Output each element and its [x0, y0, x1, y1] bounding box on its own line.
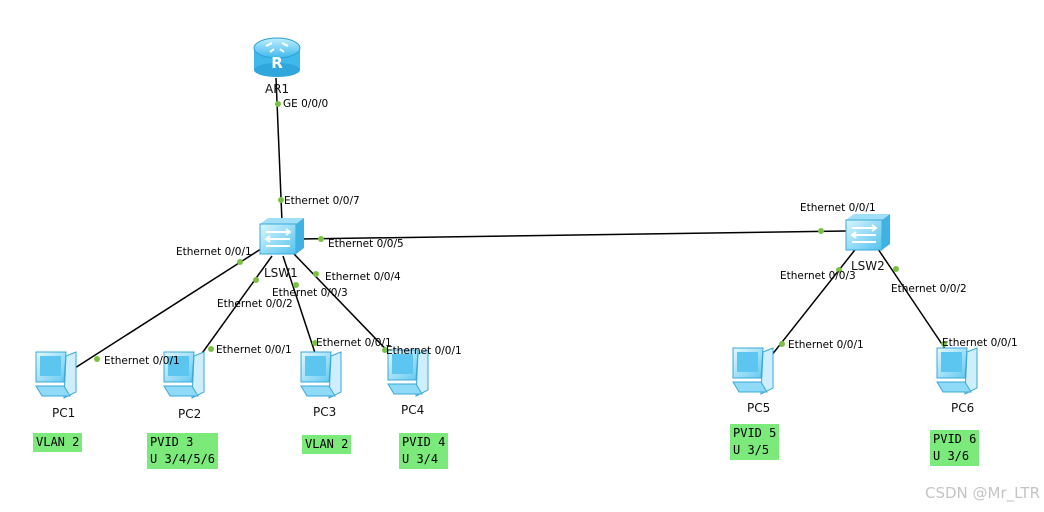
device-label-pc4: PC4 — [401, 403, 425, 417]
link-lsw2-pc5[interactable] — [759, 245, 859, 371]
switch-icon[interactable] — [259, 218, 304, 255]
vlan-note-pc1: VLAN 2 — [33, 433, 83, 452]
svg-text:R: R — [271, 54, 283, 72]
port-dot-lsw1-e002 — [253, 277, 259, 283]
router-icon[interactable]: R — [253, 37, 301, 77]
port-label-pc6-e001: Ethernet 0/0/1 — [942, 337, 1018, 349]
port-label-lsw1-e004: Ethernet 0/0/4 — [325, 271, 401, 283]
vlan-note-pc5: PVID 5 U 3/5 — [730, 424, 780, 460]
port-dot-lsw1-e005 — [318, 236, 324, 242]
port-dot-lsw2-e002 — [893, 266, 899, 272]
device-label-pc5: PC5 — [747, 401, 771, 415]
vlan-note-line: U 3/5 — [733, 443, 770, 457]
port-dot-pc1-e001 — [94, 356, 100, 362]
vlan-note-line: U 3/4 — [402, 452, 439, 466]
port-label-lsw1-e003: Ethernet 0/0/3 — [272, 287, 348, 299]
vlan-note-pc2: PVID 3 U 3/4/5/6 — [147, 433, 219, 469]
port-label-lsw1-e005: Ethernet 0/0/5 — [328, 238, 404, 250]
port-label-lsw2-e002: Ethernet 0/0/2 — [891, 283, 967, 295]
port-label-pc5-e001: Ethernet 0/0/1 — [788, 339, 864, 351]
device-label-pc1: PC1 — [52, 406, 76, 420]
port-dot-pc3-e001 — [312, 340, 318, 346]
port-dot-pc4-e001 — [382, 347, 388, 353]
port-label-lsw1-e002: Ethernet 0/0/2 — [217, 298, 293, 310]
device-label-lsw1: LSW1 — [264, 266, 298, 280]
link-lsw1-lsw2[interactable] — [299, 230, 847, 240]
vlan-note-line: PVID 4 — [402, 435, 446, 449]
port-dot-lsw1-e007 — [278, 197, 284, 203]
link-lsw1-pc3[interactable] — [282, 255, 321, 369]
port-dot-lsw1-e004 — [313, 271, 319, 277]
link-lsw1-pc1[interactable] — [63, 246, 265, 376]
vlan-note-line: U 3/6 — [933, 449, 970, 463]
vlan-note-line: VLAN 2 — [305, 437, 349, 451]
port-dot-ar1-ge000 — [275, 101, 281, 107]
link-lsw1-pc2[interactable] — [189, 255, 273, 371]
watermark: CSDN @Mr_LTR — [924, 484, 1040, 502]
device-label-pc2: PC2 — [178, 407, 202, 421]
vlan-note-line: PVID 3 — [150, 435, 194, 449]
port-dot-lsw1-e001 — [237, 259, 243, 265]
pc-icon[interactable] — [936, 347, 978, 395]
port-label-lsw2-e003: Ethernet 0/0/3 — [780, 270, 856, 282]
port-label-lsw2-e001: Ethernet 0/0/1 — [800, 202, 876, 214]
vlan-note-pc3: VLAN 2 — [302, 435, 352, 454]
vlan-note-line: PVID 6 — [933, 432, 977, 446]
port-label-pc4-e001: Ethernet 0/0/1 — [386, 345, 462, 357]
pc-icon[interactable] — [387, 349, 429, 397]
port-dot-lsw2-e001 — [818, 228, 824, 234]
vlan-note-pc4: PVID 4 U 3/4 — [399, 433, 449, 469]
switch-icon[interactable] — [845, 214, 890, 251]
pc-icon[interactable] — [35, 351, 77, 399]
port-label-pc2-e001: Ethernet 0/0/1 — [216, 344, 292, 356]
vlan-note-line: PVID 5 — [733, 426, 777, 440]
port-dot-pc6-e001 — [941, 341, 947, 347]
pc-icon[interactable] — [300, 351, 342, 399]
port-label-ar1-ge000: GE 0/0/0 — [283, 98, 329, 110]
pc-icon[interactable] — [732, 347, 774, 395]
vlan-note-pc6: PVID 6 U 3/6 — [930, 430, 980, 466]
vlan-note-line: U 3/4/5/6 — [150, 452, 216, 466]
port-label-pc1-e001: Ethernet 0/0/1 — [104, 355, 180, 367]
port-dot-pc5-e001 — [779, 341, 785, 347]
port-dot-lsw2-e003 — [836, 267, 842, 273]
port-label-lsw1-e001: Ethernet 0/0/1 — [176, 246, 252, 258]
device-label-pc6: PC6 — [951, 401, 975, 415]
port-dot-pc2-e001 — [208, 346, 214, 352]
port-label-lsw1-e007: Ethernet 0/0/7 — [284, 195, 360, 207]
device-label-ar1: AR1 — [265, 82, 290, 96]
pc-icon[interactable] — [163, 351, 205, 399]
port-label-pc3-e001: Ethernet 0/0/1 — [316, 337, 392, 349]
device-label-pc3: PC3 — [313, 405, 337, 419]
vlan-note-line: VLAN 2 — [36, 435, 80, 449]
port-dot-lsw1-e003 — [293, 282, 299, 288]
device-label-lsw2: LSW2 — [851, 259, 885, 273]
